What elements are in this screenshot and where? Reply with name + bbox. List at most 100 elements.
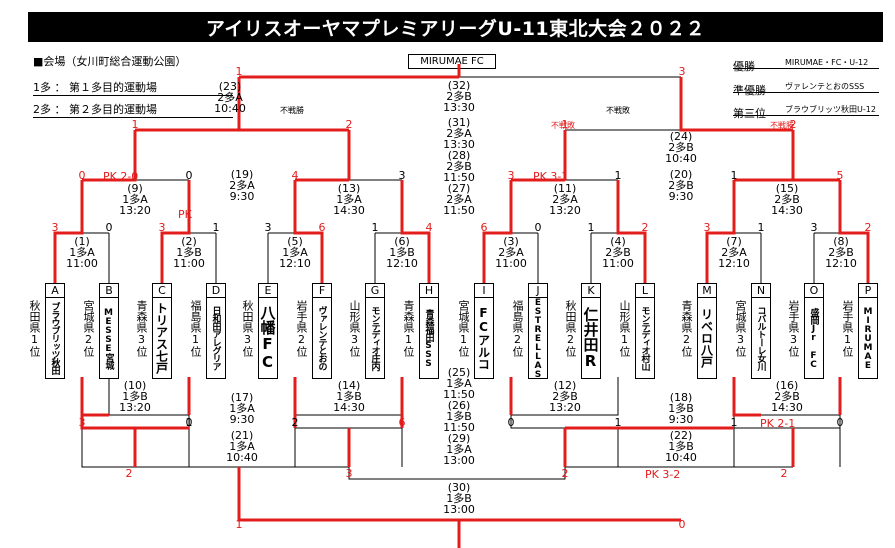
pk-m11: PK 3-1 xyxy=(533,170,569,183)
pk-m9: PK 2-0 xyxy=(103,170,139,183)
team-name-i: FCアルコ xyxy=(474,297,494,379)
score-m17-right: 1 xyxy=(185,416,193,429)
runnerup-row: 準優勝 ヴァレンテとおのSSS xyxy=(733,79,879,97)
third-row: 第三位 ブラウブリッツ秋田U-12 xyxy=(733,102,879,120)
score-m10-left: 3 xyxy=(78,416,86,429)
team-name-j: ESTRELLAS xyxy=(528,297,548,379)
venue-label: ■会場（女川町総合運動公園） xyxy=(33,55,187,68)
score-m5-f: 6 xyxy=(318,221,326,234)
match-20: (20) 2多B 9:30 xyxy=(668,168,694,203)
team-name-g: モンテディオ庄内 xyxy=(365,297,385,379)
runnerup-value: ヴァレンテとおのSSS xyxy=(785,82,865,91)
team-letter-j: J xyxy=(528,283,548,298)
match-30: (30) 1多B 13:00 xyxy=(443,481,475,516)
match-center-upper: (31) 2多A 13:30 (28) 2多B 11:50 (27) 2多A 1… xyxy=(443,116,475,217)
score-m4-l: 2 xyxy=(641,221,649,234)
match-15: (15) 2多B 14:30 xyxy=(771,182,803,217)
team-name-l: モンテディオ村山 xyxy=(635,297,655,379)
score-sf2-right: 2 xyxy=(789,118,797,131)
score-m13-left: 4 xyxy=(291,169,299,182)
team-letter-k: K xyxy=(581,283,601,298)
match-21: (21) 1多A 10:40 xyxy=(226,429,258,464)
team-name-a: ブラウブリッツ秋田 xyxy=(45,297,65,379)
score-m1-a: 3 xyxy=(51,221,59,234)
score-m5-e: 3 xyxy=(264,221,272,234)
score-m6-g: 1 xyxy=(371,221,379,234)
match-17: (17) 1多A 9:30 xyxy=(229,391,255,426)
team-pref-i: 宮城県1位 xyxy=(457,300,470,357)
match-center-lower: (25) 1多A 11:50 (26) 1多B 11:50 (29) 1多A 1… xyxy=(443,366,475,467)
team-pref-l: 山形県1位 xyxy=(618,300,631,357)
score-m21-right: 3 xyxy=(345,467,353,480)
winner-row: 優勝 MIRUMAE・FC・U-12 xyxy=(733,55,879,73)
match-19: (19) 2多A 9:30 xyxy=(229,168,255,203)
team-pref-g: 山形県3位 xyxy=(348,300,361,357)
score-m8-o: 3 xyxy=(810,221,818,234)
champion-box: MIRUMAE FC xyxy=(408,54,496,69)
score-m16-left: 1 xyxy=(730,416,738,429)
score-m9-right: 0 xyxy=(185,169,193,182)
match-18: (18) 1多B 9:30 xyxy=(668,391,694,426)
note-forfeit-loss-right: 不戦敗 xyxy=(606,106,630,115)
score-m15-left: 1 xyxy=(730,169,738,182)
note-forfeit-win: 不戦勝 xyxy=(770,121,794,130)
team-name-e: 八幡FC xyxy=(258,297,278,379)
winner-value: MIRUMAE・FC・U-12 xyxy=(785,58,869,67)
team-letter-e: E xyxy=(258,283,278,298)
score-m12-left: 0 xyxy=(507,416,515,429)
team-pref-b: 宮城県2位 xyxy=(82,300,95,357)
score-m21-left: 2 xyxy=(125,467,133,480)
match-32: (32) 2多B 13:30 xyxy=(443,79,475,114)
team-name-k: 仁井田R xyxy=(581,297,601,379)
score-m16-right: 0 xyxy=(836,416,844,429)
score-m3-i: 6 xyxy=(480,221,488,234)
match-14: (14) 1多B 14:30 xyxy=(333,379,365,414)
team-pref-j: 福島県2位 xyxy=(511,300,524,357)
score-m9-left: 0 xyxy=(78,169,86,182)
team-pref-a: 秋田県1位 xyxy=(28,300,41,357)
team-letter-b: B xyxy=(99,283,119,298)
score-m14-left: 2 xyxy=(291,416,299,429)
team-letter-d: D xyxy=(206,283,226,298)
pk-m16: PK 2-1 xyxy=(760,417,796,430)
score-sf2-left: 1 xyxy=(561,118,569,131)
match-12: (12) 2多B 13:20 xyxy=(549,379,581,414)
team-letter-h: H xyxy=(419,283,439,298)
score-sf1-left: 1 xyxy=(131,118,139,131)
team-letter-f: F xyxy=(312,283,332,298)
winner-label: 優勝 xyxy=(733,60,755,73)
match-7: (7) 2多A 12:10 xyxy=(718,235,750,270)
team-letter-m: M xyxy=(697,283,717,298)
team-letter-a: A xyxy=(45,283,65,298)
score-m13-right: 3 xyxy=(398,169,406,182)
match-22: (22) 1多B 10:40 xyxy=(665,429,697,464)
score-third-right: 0 xyxy=(678,518,686,531)
pk-m2: PK xyxy=(178,208,192,221)
team-name-b: MESSE宮城 xyxy=(99,297,119,379)
score-m22-right: 2 xyxy=(780,467,788,480)
score-m12-right: 1 xyxy=(614,416,622,429)
match-2: (2) 1多B 11:00 xyxy=(173,235,205,270)
third-value: ブラウブリッツ秋田U-12 xyxy=(785,105,876,114)
score-m15-right: 5 xyxy=(836,169,844,182)
team-letter-g: G xyxy=(365,283,385,298)
team-name-n: コバルトーレ女川 xyxy=(751,297,771,379)
team-letter-i: I xyxy=(474,283,494,298)
team-pref-o: 岩手県3位 xyxy=(787,300,800,357)
score-m11-right: 1 xyxy=(614,169,622,182)
score-m3-j: 0 xyxy=(534,221,542,234)
team-pref-d: 福島県1位 xyxy=(189,300,202,357)
pk-m22: PK 3-2 xyxy=(645,468,681,481)
team-pref-f: 岩手県2位 xyxy=(295,300,308,357)
match-5: (5) 1多A 12:10 xyxy=(279,235,311,270)
match-8: (8) 2多B 12:10 xyxy=(825,235,857,270)
note-forfeit-win-left: 不戦勝 xyxy=(280,106,304,115)
score-m11-left: 3 xyxy=(507,169,515,182)
score-m22-left: 2 xyxy=(561,467,569,480)
score-m14-right: 6 xyxy=(398,416,406,429)
note-forfeit-loss: 不戦敗 xyxy=(551,121,575,130)
match-4: (4) 2多B 11:00 xyxy=(602,235,634,270)
team-pref-m: 青森県2位 xyxy=(680,300,693,357)
team-name-h: 青森福田SSS xyxy=(419,297,439,379)
team-letter-c: C xyxy=(152,283,172,298)
